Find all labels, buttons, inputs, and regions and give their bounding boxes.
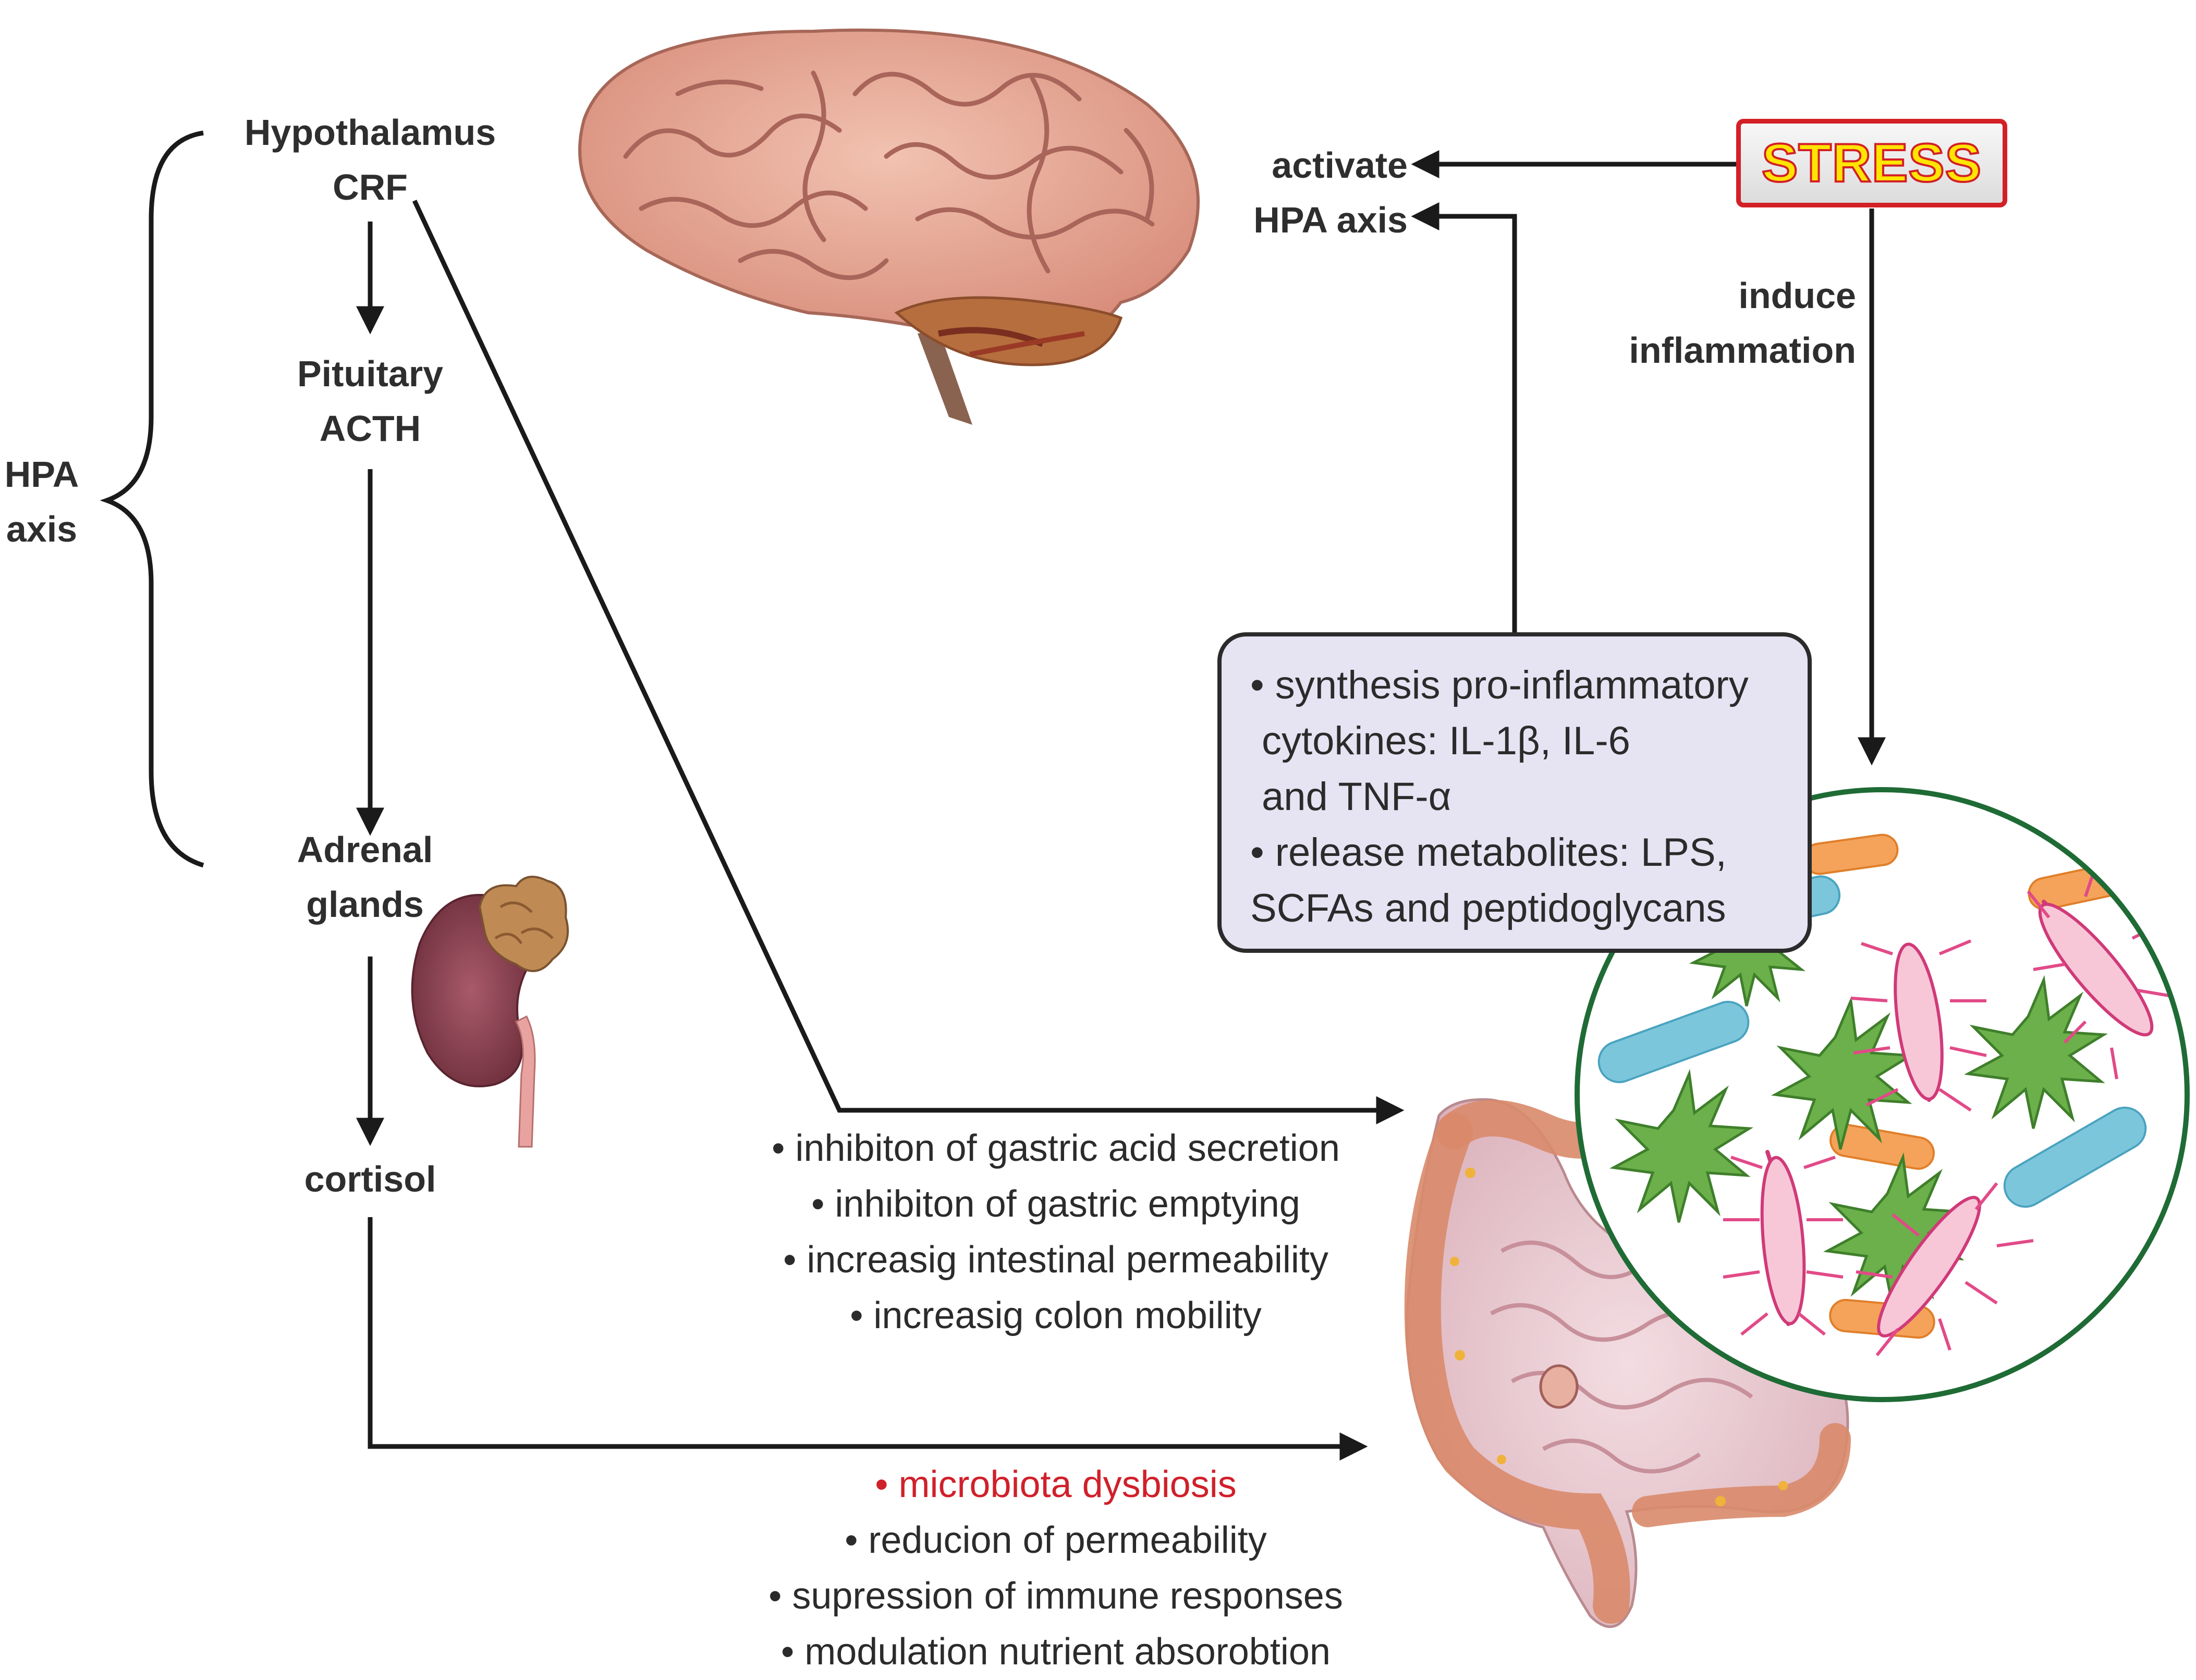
crf-effect-item: • inhibiton of gastric emptying (811, 1183, 1300, 1225)
adrenal-label: Adrenal glands (250, 823, 480, 932)
cortisol-label: cortisol (250, 1152, 490, 1207)
cytokine-line: • release metabolites: LPS, (1250, 830, 1727, 875)
pituitary-text: Pituitary (297, 353, 444, 394)
activate-hpa-label: activate HPA axis (1178, 138, 1408, 248)
cortisol-effects-list: • microbiota dysbiosis • reducion of per… (678, 1457, 1434, 1680)
cortisol-text: cortisol (304, 1159, 436, 1199)
adrenal-text: Adrenal (297, 829, 433, 870)
cytokine-line: and TNF-α (1262, 775, 1451, 819)
microbiota-dysbiosis-item: • microbiota dysbiosis (875, 1464, 1237, 1505)
cortisol-effect-item: • supression of immune responses (768, 1575, 1343, 1617)
crf-text: CRF (333, 167, 408, 207)
stress-box: STRESS (1736, 119, 2007, 207)
crf-effect-item: • increasig intestinal permeability (783, 1239, 1328, 1281)
hpa-label-line1: HPA (4, 454, 79, 495)
activate-text: activate (1272, 145, 1408, 186)
hypothalamus-label: Hypothalamus CRF (219, 105, 521, 215)
cytokine-box: • synthesis pro-inflammatory cytokines: … (1217, 632, 1812, 953)
intestine-illustration (1404, 1098, 1851, 1628)
acth-text: ACTH (319, 408, 421, 449)
cytokine-line: • synthesis pro-inflammatory (1250, 663, 1749, 707)
glands-text: glands (306, 884, 424, 925)
arrow-cortisol-to-gut (368, 1217, 1368, 1461)
crf-effect-item: • increasig colon mobility (850, 1295, 1262, 1336)
inflammation-text: inflammation (1629, 330, 1856, 371)
hpa-axis-text: HPA axis (1253, 200, 1408, 240)
arrow-cytokines-to-hpa (1411, 202, 1517, 632)
pituitary-label: Pituitary ACTH (250, 347, 490, 456)
cortisol-effect-item: • modulation nutrient absorobtion (781, 1631, 1331, 1673)
cytokine-line: cytokines: IL-1β, IL-6 (1262, 719, 1630, 763)
crf-effects-list: • inhibiton of gastric acid secretion • … (678, 1121, 1434, 1344)
kidney-illustration (411, 876, 569, 1148)
crf-effect-item: • inhibiton of gastric acid secretion (772, 1127, 1340, 1169)
induce-inflammation-label: induce inflammation (1543, 268, 1856, 378)
induce-text: induce (1738, 275, 1856, 316)
hpa-brace (100, 130, 204, 868)
cytokine-line: SCFAs and peptidoglycans (1250, 886, 1726, 930)
brain-illustration (578, 28, 1200, 425)
cortisol-effect-item: • reducion of permeability (845, 1519, 1267, 1561)
hpa-brace-label: HPA axis (0, 447, 83, 557)
stress-text: STRESS (1761, 132, 1982, 194)
arrow-crf-to-gut (412, 200, 1405, 1124)
hypothalamus-text: Hypothalamus (244, 112, 496, 153)
hpa-label-line2: axis (6, 509, 78, 549)
